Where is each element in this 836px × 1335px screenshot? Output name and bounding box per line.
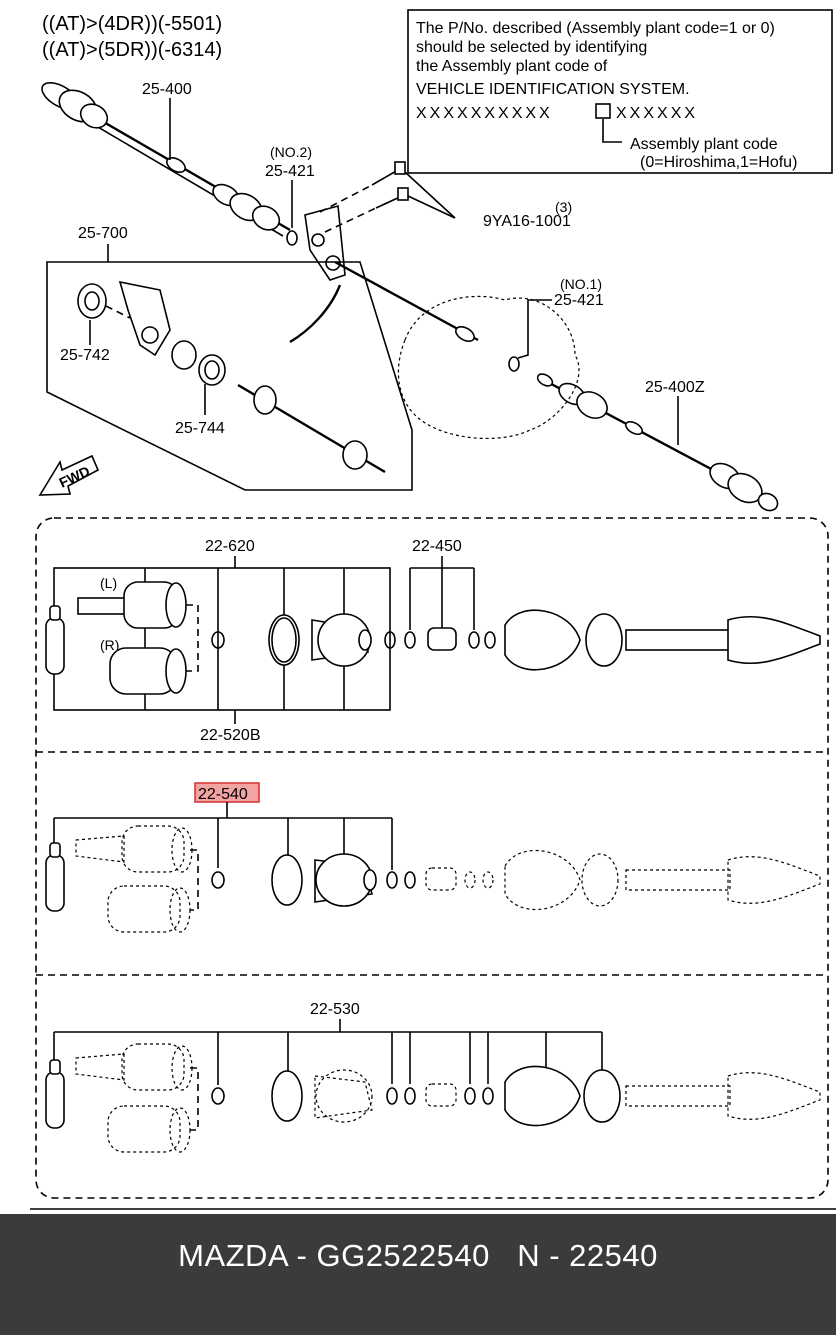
label-22-530: 22-530 [310, 1001, 360, 1018]
boot-band-2 [585, 613, 623, 667]
header-line-1: ((AT)>(4DR))(-5501) [42, 13, 222, 35]
seal-25-742 [77, 283, 107, 319]
outer-boot-row3 [504, 1065, 581, 1127]
label-25-421-a: 25-421 [265, 163, 315, 180]
note-line-2: should be selected by identifying [416, 39, 647, 56]
bearing-housing [118, 280, 171, 357]
kit-panel-frame [35, 517, 829, 1199]
label-25-744: 25-744 [175, 420, 225, 437]
assembly-plant-note: The P/No. described (Assembly plant code… [407, 9, 833, 174]
label-9ya16-1001: 9YA16-1001 [483, 213, 571, 230]
label-22-620: 22-620 [205, 538, 255, 555]
outer-boot-row1 [504, 609, 581, 671]
shaft-stub-row1 [625, 629, 731, 651]
note-frame [407, 9, 833, 174]
label-no2: (NO.2) [270, 144, 312, 160]
fwd-arrow-icon: FWD [38, 454, 100, 496]
label-no1: (NO.1) [560, 276, 602, 292]
damper-row1 [427, 627, 457, 651]
label-side-l: (L) [100, 575, 117, 591]
note-line-1: The P/No. described (Assembly plant code… [416, 20, 775, 37]
clip-25-421-no2 [286, 230, 298, 246]
outer-joint-row1 [727, 615, 821, 665]
label-side-r: (R) [100, 637, 119, 653]
left-driveshaft-25-400 [41, 81, 291, 237]
snap-ring [211, 631, 225, 649]
label-25-742: 25-742 [60, 347, 110, 364]
part-number-text: MAZDA - GG2522540 N - 22540 [178, 1238, 658, 1273]
boot-band-row3-outer [583, 1069, 621, 1123]
clip-25-421-no1 [508, 356, 520, 372]
bearing-25-744 [198, 354, 226, 386]
boot-band-1 [268, 614, 300, 666]
label-25-421-b: 25-421 [554, 292, 604, 309]
label-22-540[interactable]: 22-540 [198, 786, 248, 803]
intermediate-shaft [334, 260, 479, 342]
damper [166, 156, 186, 174]
grease-tube-row2 [45, 854, 65, 912]
boot-band-row2 [271, 854, 303, 906]
kit-row-2: 22-540 [45, 782, 821, 933]
callout-arrow [289, 284, 342, 344]
plant-code-values: (0=Hiroshima,1=Hofu) [640, 154, 797, 171]
inset-frame [46, 261, 413, 491]
label-22-450: 22-450 [412, 538, 462, 555]
label-25-700: 25-700 [78, 225, 128, 242]
vin-left: XXXXXXXXXX [416, 105, 553, 122]
right-driveshaft-25-400z [334, 260, 779, 512]
kit-row-1: 22-620 22-520B 22-450 (L) (R) [45, 538, 821, 744]
header-line-2: ((AT)>(5DR))(-6314) [42, 39, 222, 61]
grease-tube-row3 [45, 1071, 65, 1129]
snap-ring-row3 [211, 1087, 225, 1105]
vin-right: XXXXXX [616, 105, 698, 122]
boot-band-row3 [271, 1070, 303, 1122]
vin-plant-code-box [595, 103, 611, 119]
label-qty-3: (3) [555, 199, 572, 215]
kit-row-3: 22-530 [45, 1001, 821, 1153]
inset-25-700 [46, 261, 413, 491]
bolt-1 [371, 169, 399, 186]
snap-ring-row2[interactable] [211, 871, 225, 889]
parts-diagram: ((AT)>(4DR))(-5501) ((AT)>(5DR))(-6314) … [30, 9, 836, 1210]
label-25-400z: 25-400Z [645, 379, 705, 396]
splined-stub-l [77, 597, 127, 615]
grease-tube [45, 617, 65, 675]
plant-code-label: Assembly plant code [630, 136, 778, 153]
plant-code-pointer [602, 119, 622, 143]
note-line-3: the Assembly plant code of [416, 58, 608, 75]
label-25-400: 25-400 [142, 81, 192, 98]
ring-1 [171, 340, 197, 370]
note-line-4: VEHICLE IDENTIFICATION SYSTEM. [416, 81, 690, 98]
part-number-footer: MAZDA - GG2522540 N - 22540 [0, 1214, 836, 1335]
label-22-520b: 22-520B [200, 727, 261, 744]
transmission-outline [397, 295, 580, 439]
